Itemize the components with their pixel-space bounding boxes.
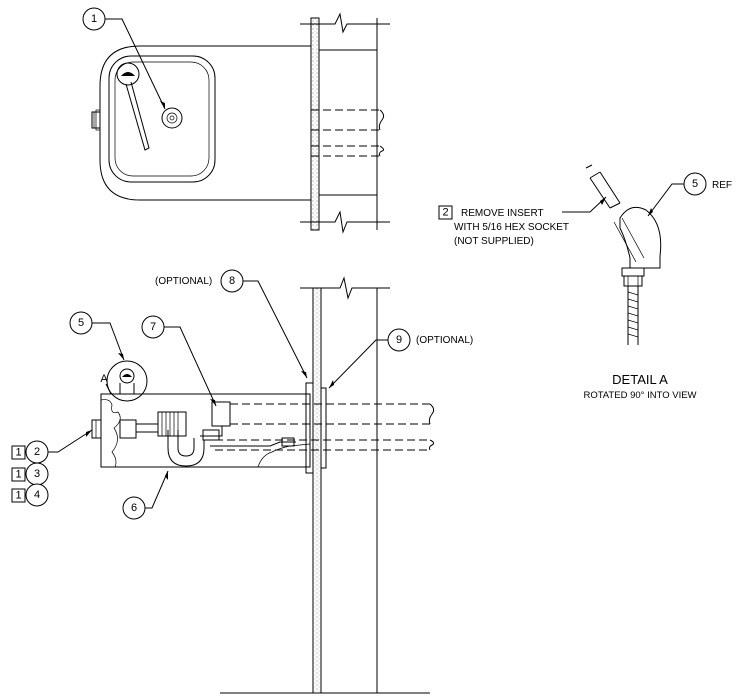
plan-view [91, 12, 390, 234]
callout-7: 7 [141, 315, 217, 407]
callout-5-detail-number: 5 [692, 178, 698, 190]
note-flag-2: 2 [442, 207, 448, 219]
callout-1: 1 [82, 7, 166, 110]
trim-plate [320, 387, 327, 469]
bubbler-head [116, 62, 140, 86]
callout-8-number: 8 [229, 275, 235, 287]
bubbler-shell [619, 206, 662, 269]
note-line-2: WITH 5/16 HEX SOCKET [454, 222, 569, 233]
callout-4-number: 4 [34, 489, 40, 501]
front-push-button [91, 419, 102, 439]
flag-2: 1 [15, 447, 21, 459]
bubbler-stem [125, 81, 150, 151]
note-line-3: (NOT SUPPLIED) [454, 236, 534, 247]
detail-a-circle [106, 360, 148, 402]
callout-2: 1 2 [11, 429, 93, 464]
callout-9: 9 (OPTIONAL) [328, 328, 473, 389]
callout-1-number: 1 [91, 13, 97, 25]
remove-insert-note: 2 REMOVE INSERT WITH 5/16 HEX SOCKET (NO… [438, 196, 607, 247]
elevation-view [91, 276, 435, 694]
trap-outlet [211, 401, 231, 427]
callout-3: 1 3 [11, 462, 49, 486]
callout-6-number: 6 [131, 502, 137, 514]
flag-3: 1 [15, 469, 21, 481]
callout-5-ref: 5 REF [647, 172, 732, 217]
callout-2-number: 2 [34, 446, 40, 458]
callout-6: 6 [122, 470, 169, 520]
detail-a [585, 164, 662, 345]
callout-8: (OPTIONAL) 8 [155, 269, 308, 379]
optional-label-8: (OPTIONAL) [155, 276, 212, 287]
note-line-1: REMOVE INSERT [461, 208, 544, 219]
insert-stem [589, 171, 621, 209]
break-line-bottom [300, 210, 390, 234]
callout-5-number: 5 [78, 317, 84, 329]
bowl-outer [108, 55, 216, 183]
detail-marker-a: A [100, 373, 108, 385]
p-trap [167, 430, 205, 467]
drain [161, 107, 183, 129]
bowl-inner [114, 61, 210, 177]
ref-label: REF [712, 180, 732, 191]
elevation-wall [312, 287, 322, 694]
optional-label-9: (OPTIONAL) [416, 335, 473, 346]
detail-subtitle: ROTATED 90° INTO VIEW [583, 390, 696, 401]
callout-5: 5 [69, 311, 125, 361]
detail-title: DETAIL A [612, 372, 668, 387]
threaded-shank [627, 286, 639, 345]
break-line-top [300, 12, 390, 34]
callout-3-number: 3 [34, 468, 40, 480]
callout-9-number: 9 [396, 334, 402, 346]
callout-4: 1 4 [11, 483, 49, 507]
break-line-elevation [300, 276, 390, 300]
flag-4: 1 [15, 490, 21, 502]
callout-7-number: 7 [150, 321, 156, 333]
wall-plate [305, 382, 314, 474]
plan-wall [310, 17, 320, 231]
